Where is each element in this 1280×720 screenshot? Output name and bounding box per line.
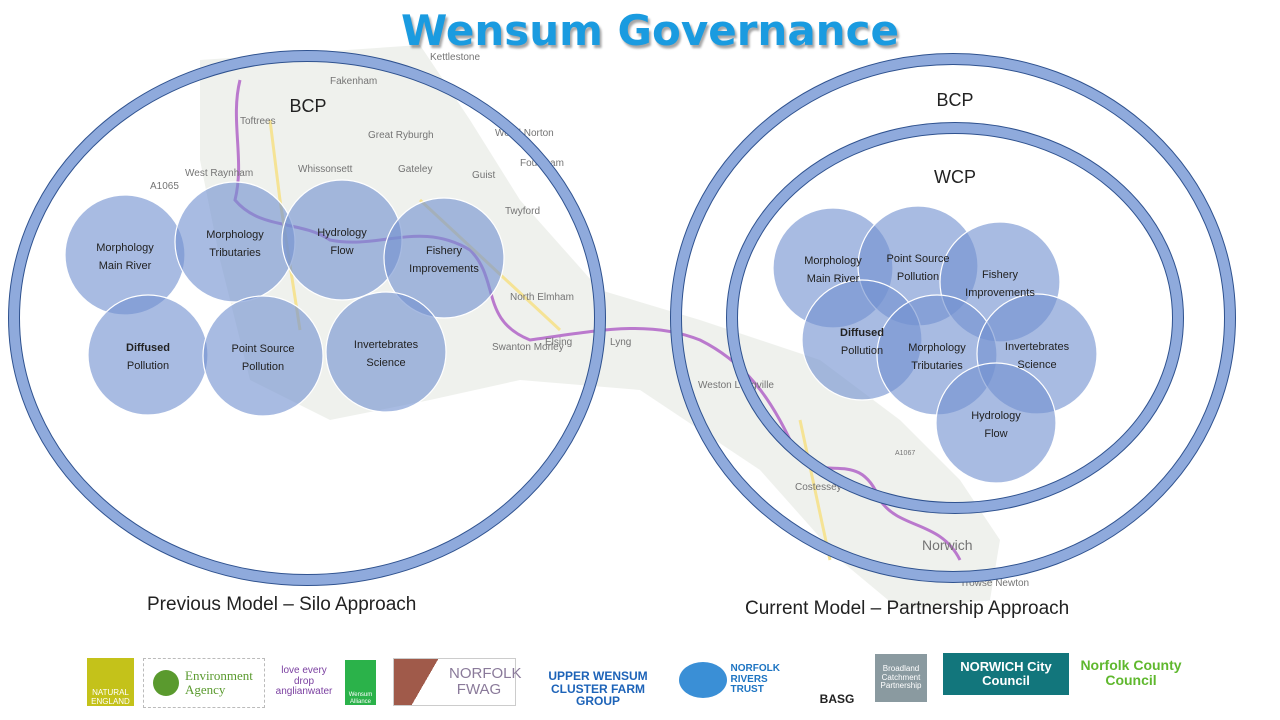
environment-agency-logo: Environment Agency (143, 658, 265, 708)
topic-circle-label: Flow (330, 245, 353, 257)
current-bcp-label: BCP (936, 90, 973, 110)
topic-circle-label: Flow (984, 428, 1007, 440)
previous-model-bcp-ring (8, 50, 606, 586)
topic-circle-label: Diffused (126, 342, 170, 354)
svg-text:Norwich: Norwich (922, 537, 973, 553)
topic-circle-label: Science (1017, 359, 1056, 371)
topic-circle-shape (281, 179, 403, 301)
topic-circle-shape (87, 294, 209, 416)
topic-circle-label: Main River (99, 260, 152, 272)
svg-text:Elsing: Elsing (545, 337, 572, 348)
svg-text:Twyford: Twyford (505, 206, 540, 217)
norfolk-county-council-logo: Norfolk County Council (1080, 657, 1182, 688)
current-model-caption: Current Model – Partnership Approach (745, 598, 1070, 619)
topic-circle-label: Science (366, 357, 405, 369)
svg-text:Swanton Morley: Swanton Morley (492, 342, 564, 353)
topic-circle-label: Hydrology (971, 410, 1021, 422)
svg-text:Kettlestone: Kettlestone (430, 52, 480, 63)
previous-model-circles (64, 179, 505, 417)
previous-bcp-label: BCP (289, 96, 326, 116)
current-model-circles (772, 205, 1098, 484)
topic-circle-label: Improvements (409, 263, 479, 275)
svg-text:Whissonsett: Whissonsett (298, 164, 353, 175)
topic-circle-label: Pollution (897, 271, 939, 283)
svg-text:Lyng: Lyng (610, 337, 631, 348)
topic-circle-label: Morphology (206, 229, 264, 241)
current-wcp-label: WCP (934, 167, 976, 187)
topic-circle-label: Morphology (908, 342, 966, 354)
basg-logo: BASG (819, 692, 855, 707)
topic-circle-label: Tributaries (209, 247, 261, 259)
topic-circle-label: Point Source (232, 343, 295, 355)
anglian-water-logo: love every drop anglianwater (275, 665, 333, 698)
topic-circle-label: Invertebrates (1005, 341, 1070, 353)
topic-circle-label: Fishery (982, 269, 1019, 281)
norfolk-fwag-logo: NORFOLK FWAG (393, 658, 522, 706)
svg-text:Wood Norton: Wood Norton (495, 128, 554, 139)
norwich-city-council-logo: NORWICH City Council (943, 653, 1069, 695)
svg-text:A1067: A1067 (895, 450, 915, 457)
natural-england-logo: NATURAL ENGLAND (87, 658, 134, 706)
topic-circle-shape (202, 295, 324, 417)
topic-circle-label: Pollution (127, 360, 169, 372)
svg-text:West Raynham: West Raynham (185, 168, 253, 179)
topic-circle-label: Diffused (840, 327, 884, 339)
svg-text:Gateley: Gateley (398, 164, 432, 175)
topic-circle-label: Pollution (841, 345, 883, 357)
current-model-bcp-ring (670, 53, 1236, 583)
broadland-catchment-logo: Broadland Catchment Partnership (875, 654, 927, 702)
topic-circle-shape (383, 197, 505, 319)
svg-text:Weston Longville: Weston Longville (698, 380, 774, 391)
svg-text:North Elmham: North Elmham (510, 292, 574, 303)
svg-text:A1065: A1065 (150, 181, 179, 192)
topic-circle-shape (935, 362, 1057, 484)
topic-circle-label: Tributaries (911, 360, 963, 372)
topic-circle-label: Morphology (96, 242, 154, 254)
topic-circle-label: Hydrology (317, 227, 367, 239)
topic-circle-label: Improvements (965, 287, 1035, 299)
wensum-alliance-logo: Wensum Alliance (345, 660, 376, 705)
topic-circle-label: Pollution (242, 361, 284, 373)
topic-circle-shape (325, 291, 447, 413)
svg-text:Fakenham: Fakenham (330, 76, 377, 87)
svg-text:Trowse Newton: Trowse Newton (960, 578, 1029, 589)
topic-circle-label: Point Source (887, 253, 950, 265)
svg-text:Great Ryburgh: Great Ryburgh (368, 130, 434, 141)
topic-circle-shape (64, 194, 186, 316)
upper-wensum-logo: UPPER WENSUM CLUSTER FARM GROUP (548, 669, 648, 709)
svg-text:Costessey: Costessey (795, 482, 842, 493)
topic-circle-label: Main River (807, 273, 860, 285)
svg-text:Toftrees: Toftrees (240, 116, 276, 127)
topic-circle-shape (174, 181, 296, 303)
topic-circle-label: Fishery (426, 245, 463, 257)
topic-circle-label: Invertebrates (354, 339, 419, 351)
svg-text:Guist: Guist (472, 170, 496, 181)
partner-logos: NATURAL ENGLAND Environment Agency love … (0, 650, 1280, 720)
current-model-wcp-ring (726, 122, 1184, 514)
previous-model-caption: Previous Model – Silo Approach (147, 594, 417, 615)
norfolk-rivers-trust-logo: NORFOLK RIVERS TRUST (675, 658, 800, 702)
topic-circle-label: Morphology (804, 255, 862, 267)
page-title: Wensum Governance (401, 6, 899, 55)
